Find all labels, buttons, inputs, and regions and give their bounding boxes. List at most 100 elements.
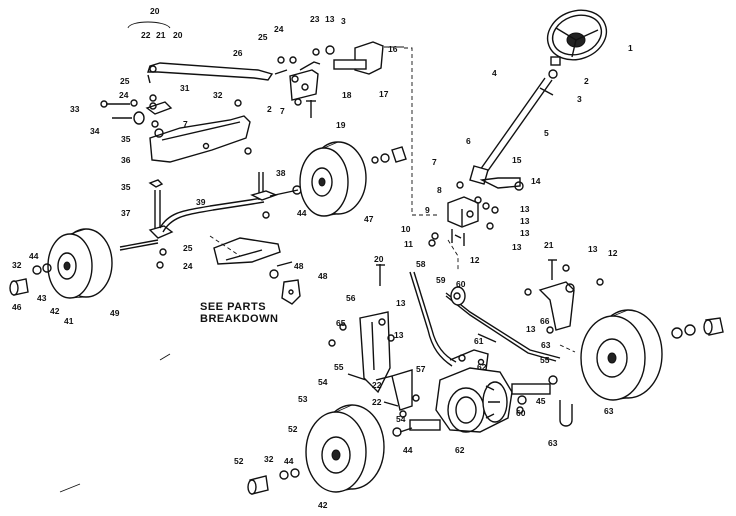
callout-45: 46 [12, 302, 22, 312]
callout-22-c: 22 [372, 397, 382, 407]
callout-73: 66 [540, 316, 550, 326]
callout-48-front: 48 [318, 271, 328, 281]
callout-18: 15 [512, 155, 522, 165]
callout-31: 31 [180, 83, 190, 93]
callout-labels: 20 22 21 20 24 25 26 23 13 3 16 17 18 19… [12, 6, 633, 510]
right-bracket-assembly [524, 259, 604, 334]
callout-13-right: 13 [512, 242, 522, 252]
see-parts-text: SEE PARTS [200, 301, 266, 313]
front-right-wheel [299, 141, 407, 217]
callout-12-far: 12 [608, 248, 618, 258]
callout-22-right: 21 [544, 240, 554, 250]
callout-58: 59 [436, 275, 446, 285]
callout-35-bottom: 35 [121, 182, 131, 192]
callout-10: 10 [401, 224, 411, 234]
callout-8: 8 [437, 185, 442, 195]
callout-35-top: 35 [121, 134, 131, 144]
callout-13-left: 13 [396, 298, 406, 308]
bracket-27 [127, 21, 171, 29]
stray-mark [59, 483, 81, 493]
callout-21: 18 [342, 90, 352, 100]
steering-shaft [469, 77, 554, 191]
callout-72: 65 [336, 318, 346, 328]
callout-66: 63 [541, 340, 551, 350]
callout-25: 25 [258, 32, 268, 42]
drag-link [147, 62, 274, 84]
callout-37: 37 [121, 208, 131, 218]
callout-51: 53 [298, 394, 308, 404]
callout-48-left: 49 [110, 308, 120, 318]
callout-16: 13 [520, 204, 530, 214]
front-axle [100, 94, 252, 163]
callout-14: 13 [520, 228, 530, 238]
callout-52-left: 54 [396, 414, 406, 424]
breakdown-text: BREAKDOWN [200, 313, 278, 325]
callout-23: 23 [310, 14, 320, 24]
callout-57: 58 [416, 259, 426, 269]
callout-32-top: 32 [213, 90, 223, 100]
callout-44-rear: 44 [284, 456, 294, 466]
left-bracket-assembly [328, 264, 420, 418]
callout-7-mid: 7 [280, 106, 285, 116]
callout-29: 21 [156, 30, 166, 40]
callout-13: 13 [325, 14, 335, 24]
callout-61: 62 [477, 362, 487, 372]
callout-22-left: 20 [374, 254, 384, 264]
front-left-wheel [9, 228, 113, 299]
shift-linkage [409, 271, 573, 427]
transaxle [399, 349, 551, 433]
callout-7-right: 7 [432, 157, 437, 167]
callout-63-trans: 62 [455, 445, 465, 455]
callout-26: 26 [233, 48, 243, 58]
callout-34: 34 [90, 126, 100, 136]
callout-44-trans: 44 [403, 445, 413, 455]
callout-30: 22 [141, 30, 151, 40]
callout-13-rb: 13 [526, 324, 536, 334]
callout-13-l2: 13 [394, 330, 404, 340]
callout-7-axle: 7 [183, 119, 188, 129]
callout-60: 61 [474, 336, 484, 346]
steering-wheel [546, 9, 608, 79]
callout-59: 60 [456, 279, 466, 289]
callout-3: 3 [577, 94, 582, 104]
callout-1: 1 [628, 43, 633, 53]
callout-22-top: 19 [336, 120, 346, 130]
callout-6: 6 [466, 136, 471, 146]
callout-19: 16 [388, 44, 398, 54]
callout-4: 4 [492, 68, 497, 78]
callout-28: 20 [173, 30, 183, 40]
callout-32-left: 32 [12, 260, 22, 270]
callout-33: 33 [70, 104, 80, 114]
callout-54: 55 [334, 362, 344, 372]
callout-44-left: 44 [29, 251, 39, 261]
callout-62: 60 [516, 408, 526, 418]
callout-15: 13 [520, 216, 530, 226]
callout-50: 52 [288, 424, 298, 434]
callout-39: 39 [196, 197, 206, 207]
callout-2-mid: 2 [267, 104, 272, 114]
callout-2: 2 [584, 76, 589, 86]
callout-42-rear: 42 [318, 500, 328, 510]
callout-22-b: 22 [372, 380, 382, 390]
callout-38: 38 [276, 168, 286, 178]
callout-55: 56 [346, 293, 356, 303]
callout-65: 63 [604, 406, 614, 416]
callout-52-right: 55 [540, 355, 550, 365]
rear-left-wheel [247, 404, 402, 495]
callout-17: 14 [531, 176, 541, 186]
callout-3-top: 3 [341, 16, 346, 26]
callout-11: 11 [404, 239, 413, 249]
callout-47: 48 [294, 261, 304, 271]
callout-46: 47 [364, 214, 374, 224]
callout-27: 20 [150, 6, 160, 16]
callout-42-left: 42 [50, 306, 60, 316]
callout-53: 54 [318, 377, 328, 387]
callout-36: 36 [121, 155, 131, 165]
callout-12-mid: 12 [470, 255, 480, 265]
callout-5: 5 [544, 128, 549, 138]
spindle-tie-rod [119, 172, 302, 269]
callout-9: 9 [425, 205, 430, 215]
steering-gear-assembly [428, 181, 499, 247]
callout-44-right: 45 [536, 396, 546, 406]
